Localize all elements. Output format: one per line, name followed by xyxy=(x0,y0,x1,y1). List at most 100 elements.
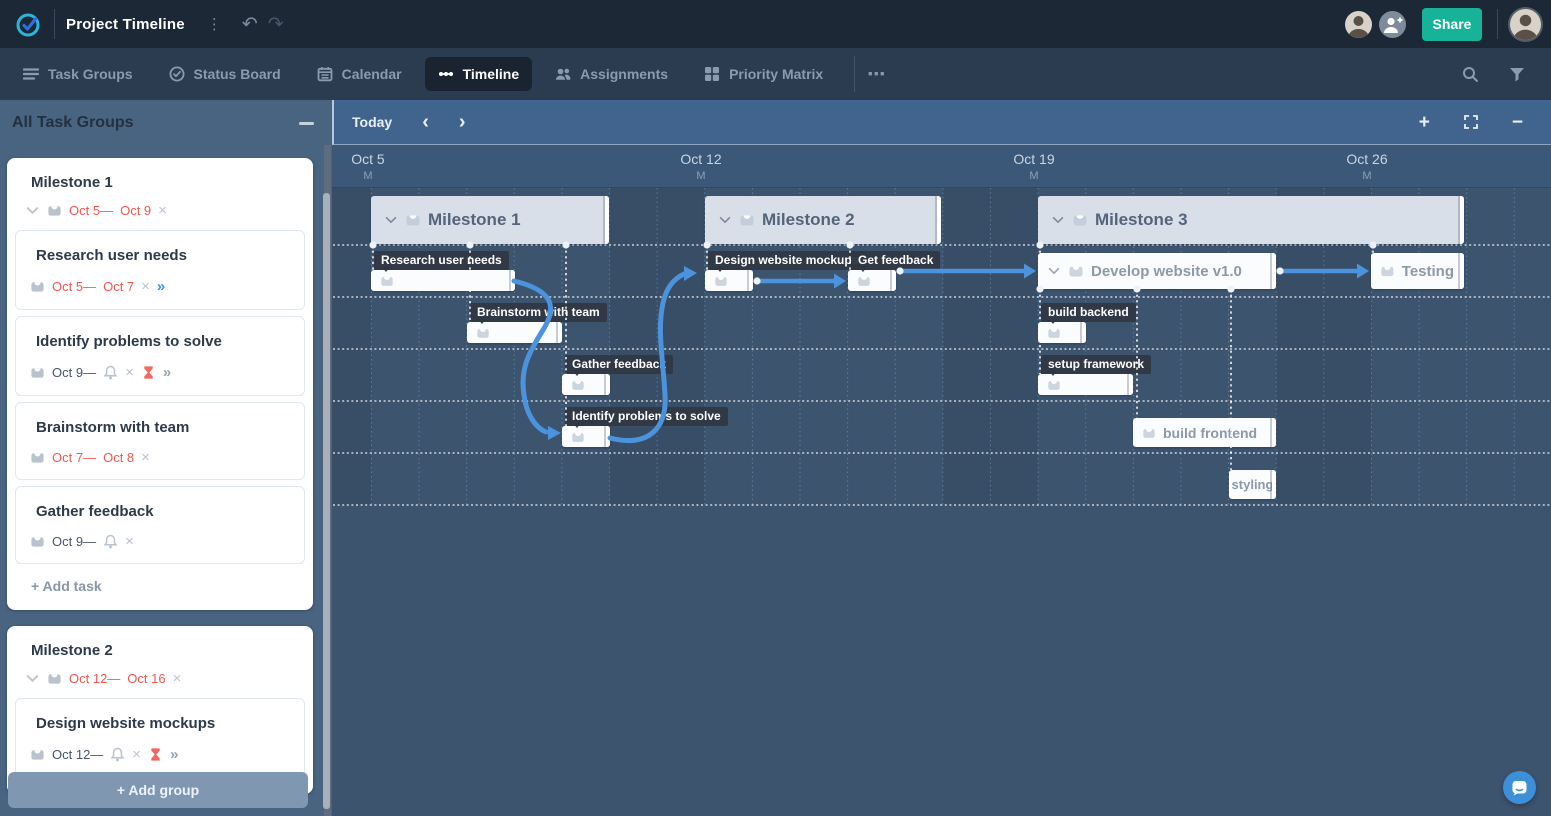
tab-priority-matrix[interactable]: Priority Matrix xyxy=(691,57,836,91)
kebab-menu-icon[interactable]: ⋮ xyxy=(206,15,222,33)
gather-feedback-bar[interactable] xyxy=(562,374,610,395)
close-icon[interactable]: × xyxy=(158,202,167,219)
undo-icon[interactable]: ↶ xyxy=(241,13,258,35)
tab-status-board[interactable]: Status Board xyxy=(156,57,294,91)
task-title: Brainstorm with team xyxy=(36,419,190,436)
app-logo-icon[interactable] xyxy=(14,10,42,38)
bell-icon xyxy=(103,534,118,549)
tab-task-groups[interactable]: Task Groups xyxy=(10,57,146,91)
tab-assignments[interactable]: Assignments xyxy=(542,57,681,91)
group-meta: Oct 12—Oct 16× xyxy=(25,671,305,686)
redo-icon[interactable]: ↷ xyxy=(267,13,284,35)
resize-handle[interactable] xyxy=(749,270,753,291)
date-range: Oct 16 xyxy=(127,671,166,686)
task-card[interactable]: Identify problems to solve Oct 9—×» xyxy=(15,316,305,396)
get-feedback-bar[interactable] xyxy=(848,270,896,291)
milestone-1-bar[interactable]: Milestone 1 xyxy=(371,196,609,244)
week-header: Oct 19 M xyxy=(1013,151,1055,182)
inbox-icon xyxy=(31,750,44,760)
fullscreen-button[interactable] xyxy=(1463,114,1479,130)
date-range: Oct 8 xyxy=(103,450,135,465)
sidebar-scrollbar[interactable] xyxy=(323,145,331,816)
milestone-2-bar[interactable]: Milestone 2 xyxy=(705,196,941,244)
menu-icon xyxy=(23,68,39,80)
inbox-icon xyxy=(31,282,44,292)
resize-handle[interactable] xyxy=(1129,374,1133,395)
chat-icon xyxy=(1512,780,1527,796)
group-card[interactable]: Milestone 2 Oct 12—Oct 16× Design websit… xyxy=(7,626,313,794)
resize-handle[interactable] xyxy=(1272,418,1276,447)
forward-icon[interactable]: » xyxy=(170,746,178,763)
close-icon[interactable]: × xyxy=(132,746,142,763)
close-icon[interactable]: × xyxy=(125,533,134,550)
member-avatar[interactable] xyxy=(1345,10,1372,38)
nav-divider xyxy=(854,56,856,92)
resize-handle[interactable] xyxy=(937,196,941,244)
chat-fab[interactable] xyxy=(1503,771,1536,804)
resize-handle[interactable] xyxy=(511,270,515,291)
more-views-icon[interactable]: ⋯ xyxy=(867,63,888,84)
search-icon[interactable] xyxy=(1462,66,1479,83)
chevron-down-icon xyxy=(26,675,39,682)
tab-timeline[interactable]: Timeline xyxy=(424,57,533,91)
next-week-button[interactable]: › xyxy=(458,111,466,133)
bar-label: Testing xyxy=(1401,262,1454,280)
brainstorm-with-team-bar[interactable] xyxy=(467,322,562,343)
milestone-3-bar[interactable]: Milestone 3 xyxy=(1038,196,1464,244)
build-backend-bar[interactable] xyxy=(1038,322,1086,343)
grid-icon xyxy=(705,67,720,81)
task-card[interactable]: Gather feedback Oct 9—× xyxy=(15,486,305,564)
current-user-avatar[interactable] xyxy=(1510,8,1541,40)
close-icon[interactable]: × xyxy=(172,670,182,687)
close-icon[interactable]: × xyxy=(141,449,150,466)
design-website-mockups-bar[interactable] xyxy=(705,270,753,291)
identify-problems-to-solve-bar[interactable] xyxy=(562,426,610,447)
inbox-icon xyxy=(740,215,754,226)
resize-handle[interactable] xyxy=(1460,196,1464,244)
prev-week-button[interactable]: ‹ xyxy=(422,111,429,133)
bar-label: Milestone 1 xyxy=(428,210,521,229)
forward-icon[interactable]: » xyxy=(162,364,171,381)
group-card[interactable]: Milestone 1 Oct 5—Oct 9× Research user n… xyxy=(7,158,313,610)
task-card[interactable]: Design website mockups Oct 12—×» xyxy=(15,698,305,778)
collapse-sidebar-button[interactable] xyxy=(299,121,314,125)
zoom-in-button[interactable]: + xyxy=(1418,111,1430,133)
tab-calendar[interactable]: Calendar xyxy=(304,57,415,91)
resize-handle[interactable] xyxy=(1272,470,1276,499)
inbox-icon xyxy=(31,453,44,463)
date-range: Oct 7 xyxy=(103,279,135,294)
close-icon[interactable]: × xyxy=(125,364,134,381)
inbox-icon xyxy=(572,432,584,442)
resize-handle[interactable] xyxy=(606,426,610,447)
build-frontend-bar[interactable]: build frontend xyxy=(1133,418,1276,447)
resize-handle[interactable] xyxy=(892,270,896,291)
filter-icon[interactable] xyxy=(1509,67,1525,82)
invite-user-icon[interactable] xyxy=(1379,10,1406,38)
close-icon[interactable]: × xyxy=(141,278,150,295)
bar-label: build frontend xyxy=(1163,424,1258,441)
testing-bar[interactable]: Testing xyxy=(1371,253,1464,289)
develop-website-v1-bar[interactable]: Develop website v1.0 xyxy=(1038,253,1276,289)
resize-handle[interactable] xyxy=(1460,253,1464,289)
week-header: Oct 26 M xyxy=(1346,151,1388,182)
inbox-icon xyxy=(48,206,61,216)
task-card[interactable]: Brainstorm with team Oct 7—Oct 8× xyxy=(15,402,305,480)
share-button[interactable]: Share xyxy=(1422,7,1482,41)
research-user-needs-bar[interactable] xyxy=(371,270,515,291)
task-card[interactable]: Research user needs Oct 5—Oct 7×» xyxy=(15,230,305,310)
add-task-button[interactable]: + Add task xyxy=(31,578,102,594)
today-button[interactable]: Today xyxy=(352,114,393,130)
styling-bar[interactable]: styling xyxy=(1229,470,1276,499)
resize-handle[interactable] xyxy=(558,322,562,343)
resize-handle[interactable] xyxy=(605,196,609,244)
inbox-icon xyxy=(1069,266,1083,277)
resize-handle[interactable] xyxy=(606,374,610,395)
forward-icon[interactable]: » xyxy=(156,278,165,295)
add-group-button[interactable]: + Add group xyxy=(8,772,308,808)
zoom-out-button[interactable]: − xyxy=(1511,111,1523,133)
setup-framework-bar[interactable] xyxy=(1038,374,1133,395)
resize-handle[interactable] xyxy=(1272,253,1276,289)
resize-handle[interactable] xyxy=(1082,322,1086,343)
tab-label: Timeline xyxy=(462,66,520,82)
